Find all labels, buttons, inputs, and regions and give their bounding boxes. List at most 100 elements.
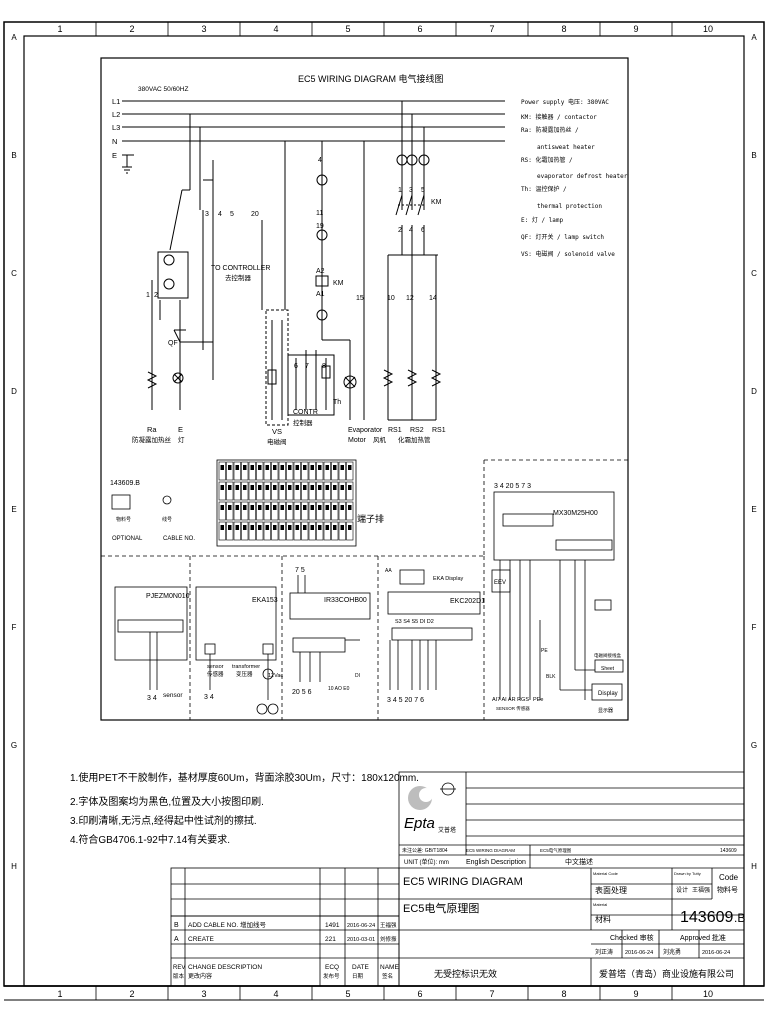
rev-a-desc: CREATE [188,936,215,943]
controller-eka153 [195,586,279,715]
row-label: H [751,862,757,871]
line-l3: L3 [112,123,120,132]
line-l2: L2 [112,110,120,119]
eka153-name: EKA153 [252,597,278,604]
km-coil-label: KM [333,280,344,287]
n11-km: 11 [316,210,323,217]
svg-text:Th: 温控保护 /: Th: 温控保护 / [521,185,567,193]
column-label: 8 [561,989,566,999]
drawing-name-small: EC5 WIRING DIAGRAM [466,848,515,853]
row-label: D [751,387,757,396]
material-code: Material Code [593,871,619,876]
ir33-name: IR33COHB00 [324,597,367,604]
separators [101,459,628,720]
n1-rs: 1 [398,187,402,194]
approver-name: 王福强 [692,886,710,894]
eka153-transformer-cn: 变压器 [236,670,253,678]
n10: 10 [387,295,395,302]
motor-label: Motor [348,437,367,444]
terminal-cn: 端子排 [357,513,384,524]
svg-text:4.符合GB4706.1-92中7.14有关要求.: 4.符合GB4706.1-92中7.14有关要求. [70,833,230,846]
ra-cn: 防凝露加热丝 [132,435,172,444]
row-label: B [11,151,16,160]
row-label: D [11,387,17,396]
column-label: 1 [57,989,62,999]
rev-a-name: 刘修振 [380,935,397,943]
row-label: C [751,269,757,278]
chinese-description: 中文描述 [565,857,593,866]
brand-name: Epta [404,815,435,832]
name-header: NAME [380,964,399,971]
rev-b: B [174,922,179,929]
km-coil-circuit [315,141,365,420]
rev-b-ecq: 1491 [325,922,340,929]
svg-text:Power supply 电压: 380VAC: Power supply 电压: 380VAC [521,98,609,106]
legend: Power supply 电压: 380VAC KM: 接触器 / contac… [521,98,628,258]
row-label: G [11,741,17,750]
controller-mx30 [491,491,624,701]
svg-text:E: 灯 / lamp: E: 灯 / lamp [521,216,564,224]
km-label: KM [431,199,442,206]
name-header-cn: 签名 [382,972,393,980]
ekc-display: EKA Display [433,576,464,582]
row-label: E [11,505,16,514]
rev-a-ecq: 221 [325,936,336,943]
ir33-term: 20 5 6 [292,689,312,696]
n4-rs: 4 [409,227,413,234]
svg-text:KM: 接触器 / contactor: KM: 接触器 / contactor [521,113,597,121]
mx30-extra2: Sheet [601,666,615,672]
desc-header-cn: 更改内容 [188,972,212,980]
vs-label: VS [272,427,282,436]
code-header-cn: 物料号 [717,885,738,894]
n6: 6 [294,363,298,370]
eka153-transformer: transformer [232,664,260,670]
bus-lines [122,100,505,174]
vs-cn: 电磁阀 [267,437,287,446]
approved-by: 刘兆勇 [663,948,681,956]
rs1-label: RS1 [388,427,402,434]
row-label: F [12,623,17,632]
n15: 15 [356,295,364,302]
rev-header: REV [173,965,185,971]
brand-sub: 艾普塔 [438,826,456,834]
th-label: Th [333,399,341,406]
line-e: E [112,151,117,160]
row-label: C [11,269,17,278]
n3-rs: 3 [409,187,413,194]
svg-text:antisweat heater: antisweat heater [537,144,595,151]
column-label: 4 [273,989,278,999]
cable-icon [162,495,172,505]
svg-text:1.使用PET不干胶制作，基材厚度60Um，背面涂胶30Um: 1.使用PET不干胶制作，基材厚度60Um，背面涂胶30Um，尺寸：180x12… [70,771,419,784]
svg-text:thermal protection: thermal protection [537,203,602,210]
date-header: DATE [352,964,370,971]
controller-ekc202 [387,569,481,690]
rs-cn: 化霜加热管 [398,435,431,444]
rs2-label: RS2 [410,427,424,434]
cable-no-label: CABLE NO. [163,536,195,542]
n2-ra: 2 [154,292,158,299]
column-label: 7 [489,24,494,34]
mx30-eev: EEV [494,580,506,586]
n7: 7 [305,363,309,370]
e-cn: 灯 [178,435,185,444]
n2-rs: 2 [398,227,402,234]
company: 爱普塔（青岛）商业设施有限公司 [599,968,734,979]
mx30-name: MX30M25H00 [553,510,598,517]
eka153-sensor: sensor [207,664,224,670]
ekc-s: S3 S4 S5 DI D2 [395,619,434,625]
pjezm-name: PJEZM0N010 [146,593,190,600]
optional-label: OPTIONAL [112,536,143,542]
line-n: N [112,137,117,146]
ra-e-circuit [146,114,214,410]
material-label: Material [593,902,607,907]
ir33-di: DI [355,673,360,679]
pjezm-sensor: sensor [163,692,183,699]
designer: 设计 [676,886,688,894]
mx30-pe2: PEe [533,697,543,703]
row-label: A [751,33,757,42]
column-label: 2 [129,24,134,34]
rev-header-cn: 版本 [173,972,185,980]
